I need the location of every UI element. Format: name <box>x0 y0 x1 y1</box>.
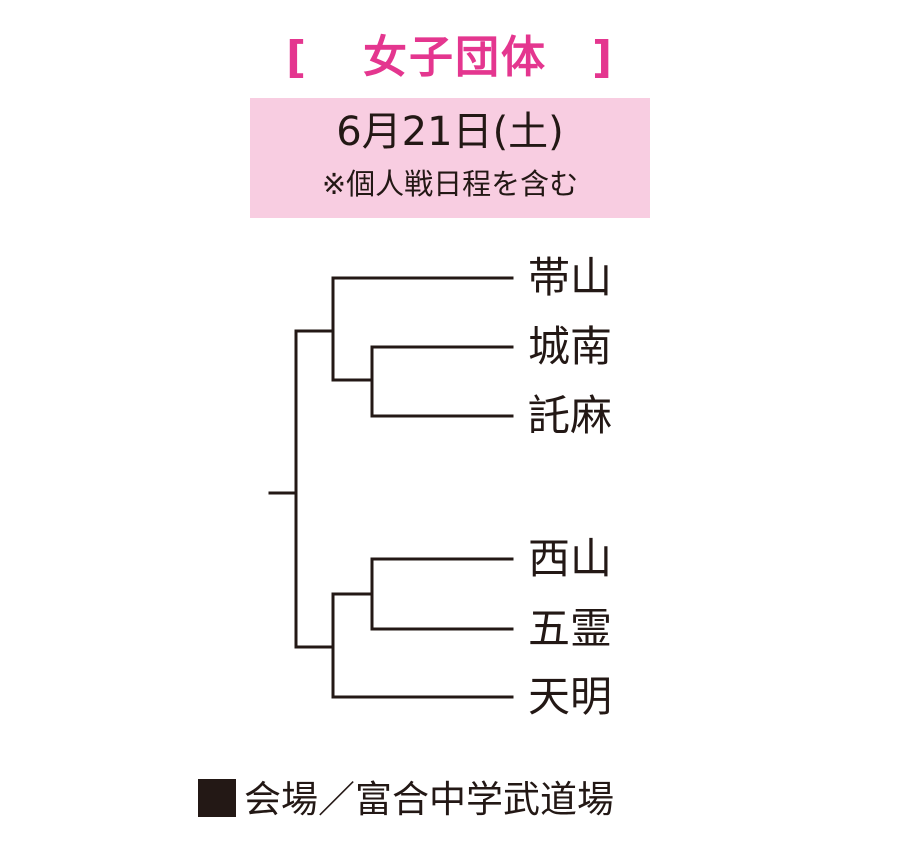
team-name: 五霊 <box>528 604 613 653</box>
section-title: [ 女子団体 ] <box>0 28 900 88</box>
team-name: 天明 <box>528 672 613 721</box>
black-square-icon <box>198 779 236 817</box>
team-name: 城南 <box>528 322 613 371</box>
title-bracket-close: ] <box>592 32 613 83</box>
team-name: 西山 <box>528 534 613 583</box>
match-date: 6月21日(土) <box>336 109 564 155</box>
venue-text: 会場／富合中学武道場 <box>244 778 614 821</box>
date-box: 6月21日(土) ※個人戦日程を含む <box>250 98 650 218</box>
venue-info: 会場／富合中学武道場 <box>198 772 614 828</box>
title-text: 女子団体 <box>363 32 547 83</box>
title-bracket-open: [ <box>286 32 307 83</box>
team-name: 託麻 <box>528 391 613 440</box>
team-name: 帯山 <box>528 253 613 302</box>
schedule-note: ※個人戦日程を含む <box>321 167 579 201</box>
